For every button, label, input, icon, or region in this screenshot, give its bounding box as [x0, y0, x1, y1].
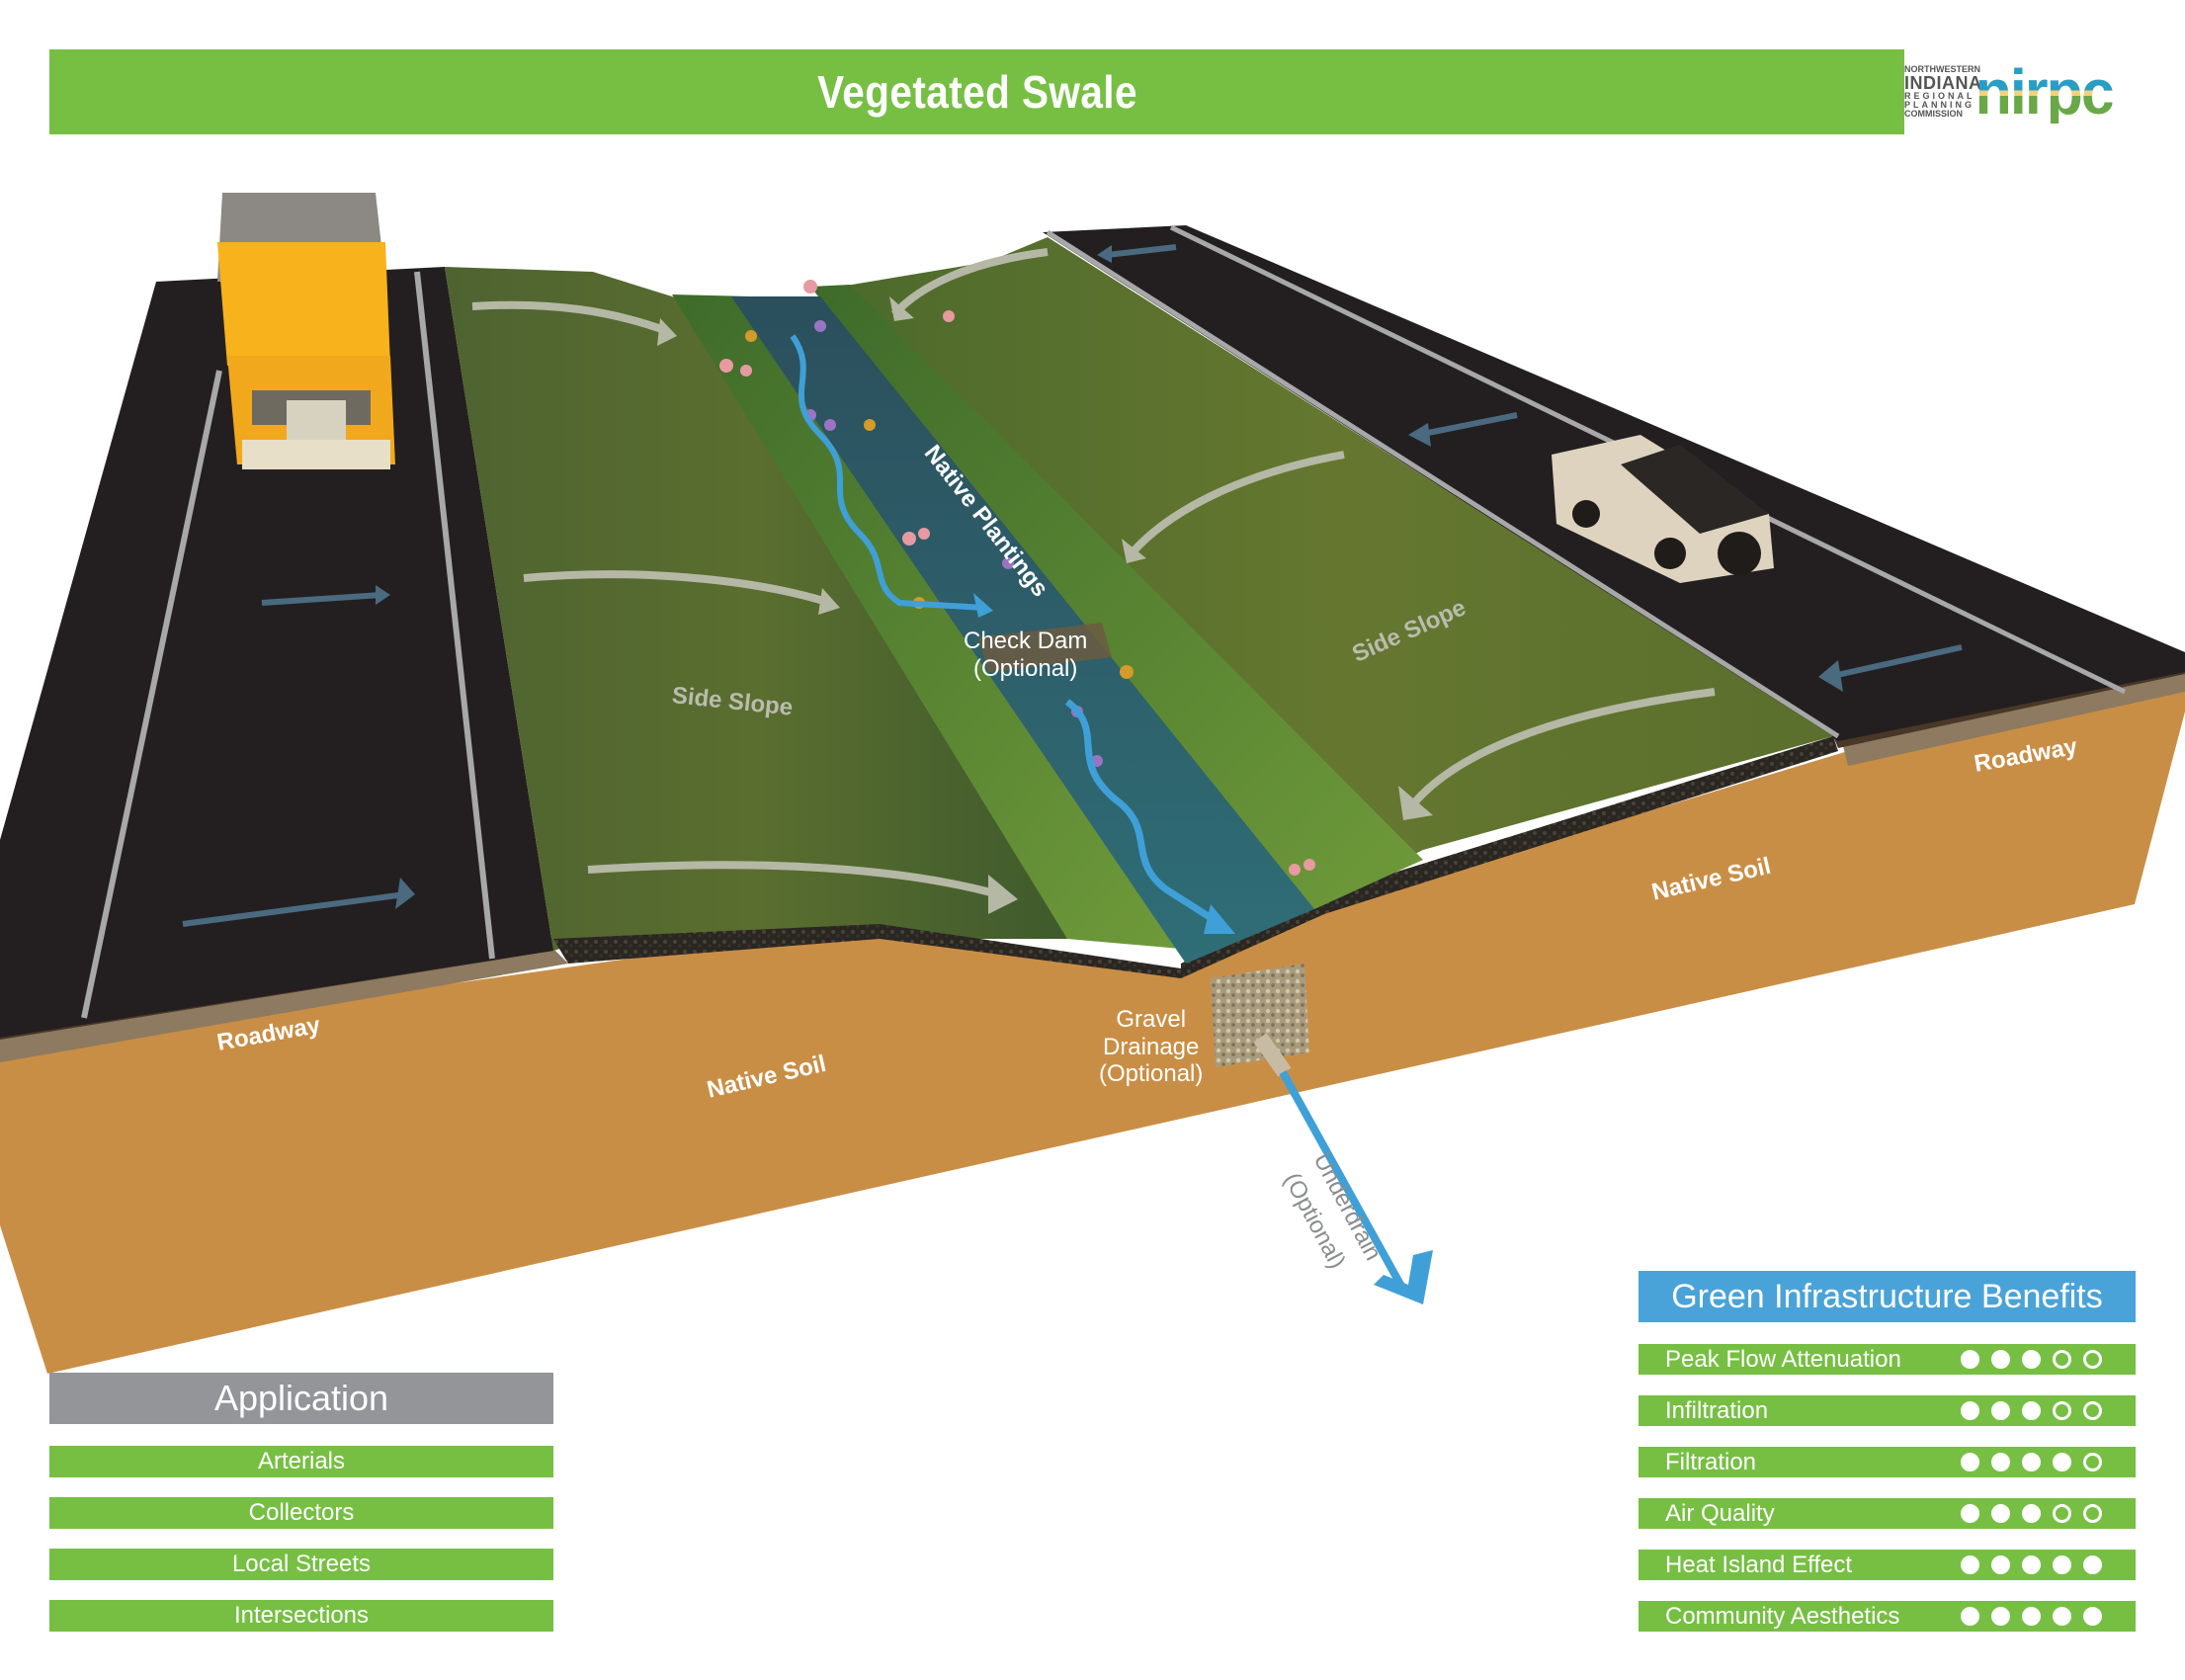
underdrain-arrow	[1279, 1070, 1407, 1292]
rating-dot-filled-icon	[2022, 1555, 2041, 1574]
nirpc-logo: NORTHWESTERN INDIANA REGIONAL PLANNING C…	[1904, 49, 2142, 134]
rating-dot-filled-icon	[1991, 1350, 2010, 1369]
benefit-rating	[1961, 1607, 2102, 1626]
rating-dot-filled-icon	[1961, 1401, 1979, 1420]
benefit-row: Infiltration	[1639, 1395, 2136, 1426]
rating-dot-empty-icon	[2083, 1401, 2102, 1420]
traffic-arrows	[182, 244, 1963, 927]
logo-line: INDIANA	[1904, 73, 1982, 93]
rating-dot-empty-icon	[2083, 1504, 2102, 1523]
native-plantings-left	[672, 294, 1181, 949]
rating-dot-filled-icon	[2053, 1453, 2071, 1471]
roadway-base-left	[0, 949, 568, 1062]
benefit-row: Filtration	[1639, 1447, 2136, 1477]
application-item-intersections: Intersections	[49, 1600, 553, 1632]
label-gravel-drainage-line: (Optional)	[1099, 1060, 1204, 1088]
logo-line: NORTHWESTERN	[1904, 64, 1980, 74]
benefit-label: Infiltration	[1665, 1396, 1769, 1424]
rating-dot-filled-icon	[2022, 1350, 2041, 1369]
rating-dot-filled-icon	[1961, 1350, 1979, 1369]
truck	[217, 193, 395, 469]
underdrain-arrowhead	[1374, 1250, 1433, 1304]
label-gravel-drainage-line: Drainage	[1102, 1033, 1200, 1060]
benefit-label: Heat Island Effect	[1665, 1551, 1852, 1578]
benefit-label: Community Aesthetics	[1665, 1602, 1900, 1630]
logo-line: REGIONAL	[1904, 91, 1975, 101]
rating-dot-empty-icon	[2083, 1350, 2102, 1369]
runoff-arrows	[471, 248, 1716, 898]
underdrain-pipe	[1253, 1033, 1292, 1077]
benefit-row: Air Quality	[1639, 1498, 2136, 1529]
water-flow-arrow	[1064, 699, 1222, 927]
benefit-rating	[1961, 1350, 2102, 1369]
rating-dot-empty-icon	[2083, 1453, 2102, 1471]
gravel-layer-right	[1181, 736, 1838, 978]
left-side-slope	[445, 267, 1067, 951]
benefit-rating	[1961, 1504, 2102, 1523]
gravel-layer-left	[553, 924, 1181, 978]
rating-dot-filled-icon	[2022, 1504, 2041, 1523]
check-dam	[978, 623, 1112, 672]
left-roadway	[0, 267, 553, 1038]
benefit-row: Heat Island Effect	[1639, 1550, 2136, 1580]
flowers	[719, 280, 1315, 876]
swale-water	[731, 296, 1314, 964]
application-item-arterials: Arterials	[49, 1446, 553, 1477]
rating-dot-empty-icon	[2053, 1401, 2071, 1420]
rating-dot-filled-icon	[2022, 1607, 2041, 1626]
rating-dot-filled-icon	[1991, 1555, 2010, 1574]
benefit-label: Peak Flow Attenuation	[1665, 1345, 1901, 1373]
application-item-local-streets: Local Streets	[49, 1549, 553, 1580]
benefit-row: Community Aesthetics	[1639, 1601, 2136, 1632]
rating-dot-filled-icon	[2053, 1607, 2071, 1626]
water-flow-arrow	[790, 334, 986, 611]
rating-dot-filled-icon	[1961, 1555, 1979, 1574]
benefit-label: Filtration	[1665, 1448, 1757, 1475]
logo-line: PLANNING	[1904, 100, 1975, 110]
label-gravel-drainage: Gravel Drainage (Optional)	[1099, 1006, 1203, 1088]
rating-dot-filled-icon	[1991, 1607, 2010, 1626]
rating-dot-filled-icon	[2053, 1555, 2071, 1574]
native-soil-block	[0, 672, 2185, 1374]
rating-dot-empty-icon	[2053, 1504, 2071, 1523]
label-gravel-drainage-line: Gravel	[1116, 1006, 1187, 1033]
benefit-rating	[1961, 1555, 2102, 1574]
roadway-base-right	[1843, 672, 2185, 766]
application-item-collectors: Collectors	[49, 1497, 553, 1529]
rating-dot-filled-icon	[2083, 1555, 2102, 1574]
label-check-dam: Check Dam (Optional)	[964, 628, 1087, 682]
application-header: Application	[49, 1373, 553, 1424]
page-title: Vegetated Swale	[816, 66, 1137, 118]
benefit-label: Air Quality	[1665, 1499, 1775, 1527]
right-side-slope	[840, 237, 1833, 949]
rating-dot-filled-icon	[1961, 1453, 1979, 1471]
suv	[1552, 435, 1774, 583]
benefits-header: Green Infrastructure Benefits	[1639, 1271, 2136, 1322]
rating-dot-filled-icon	[2083, 1607, 2102, 1626]
benefit-rating	[1961, 1401, 2102, 1420]
rating-dot-filled-icon	[2022, 1401, 2041, 1420]
rating-dot-filled-icon	[1991, 1401, 2010, 1420]
logo-line: COMMISSION	[1904, 109, 1964, 119]
gravel-drainage	[1211, 964, 1309, 1067]
logo-mark: nirpc	[1975, 56, 2115, 127]
rating-dot-filled-icon	[2022, 1453, 2041, 1471]
rating-dot-filled-icon	[1961, 1504, 1979, 1523]
rating-dot-empty-icon	[2053, 1350, 2071, 1369]
rating-dot-filled-icon	[1991, 1453, 2010, 1471]
native-plantings-right	[810, 285, 1423, 909]
label-check-dam-note: (Optional)	[973, 654, 1078, 682]
logo-org-name: NORTHWESTERN INDIANA REGIONAL PLANNING C…	[1904, 64, 1982, 119]
title-banner: Vegetated Swale	[49, 49, 1904, 134]
rating-dot-filled-icon	[1991, 1504, 2010, 1523]
label-check-dam-title: Check Dam	[964, 628, 1088, 654]
benefit-rating	[1961, 1453, 2102, 1471]
benefit-row: Peak Flow Attenuation	[1639, 1344, 2136, 1375]
rating-dot-filled-icon	[1961, 1607, 1979, 1626]
